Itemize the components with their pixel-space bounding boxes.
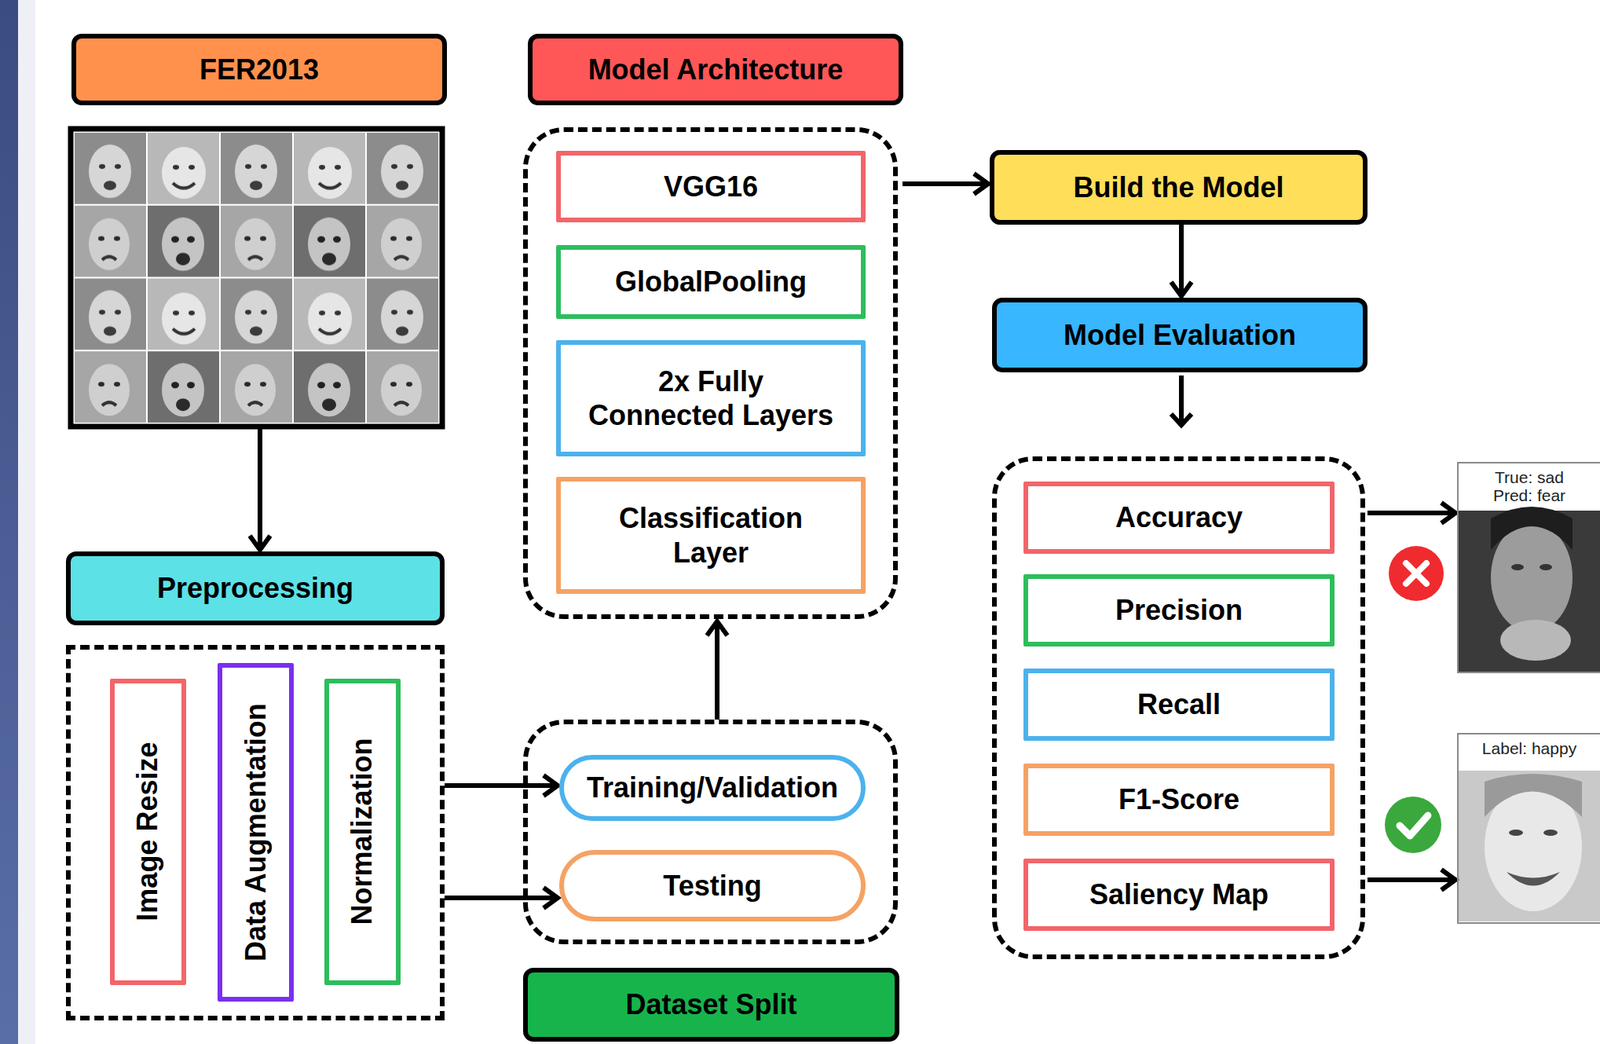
side-bar [0, 0, 19, 1044]
step-box: Build the Model [989, 150, 1368, 225]
connector-line [444, 895, 556, 901]
node-label: Image Resize [131, 742, 165, 922]
metric-box: Recall [1023, 668, 1335, 741]
header-box: Dataset Split [523, 967, 900, 1042]
node-label: Testing [662, 868, 762, 903]
preprocessing-group: PreprocessingImage Resize Data Augmentati… [65, 551, 445, 1022]
connector-arrow [902, 173, 989, 195]
header-box: Model Evaluation [992, 297, 1368, 373]
layer-box: Classification Layer [556, 476, 866, 594]
connector-line [1178, 224, 1184, 294]
connector-arrow [706, 621, 728, 720]
node-label: GlobalPooling [615, 264, 807, 299]
header-box: Preprocessing [65, 551, 445, 626]
connector-line [714, 623, 720, 720]
process-box: Data Augmentation [217, 662, 294, 1002]
metric-box: Accuracy [1023, 481, 1335, 554]
split-group: Dataset Split Training/ValidationTesting [523, 719, 900, 1041]
correct-icon [1384, 796, 1442, 854]
connector-arrow [444, 887, 558, 909]
metric-box: F1-Score [1023, 763, 1335, 836]
node-label: Preprocessing [157, 571, 354, 605]
node-label: Normalization [345, 738, 380, 926]
node-label: Model Evaluation [1063, 318, 1297, 352]
node-label: VGG16 [663, 169, 758, 204]
layer-box: GlobalPooling [556, 245, 866, 319]
connector-line [444, 783, 556, 788]
arrow-head [543, 887, 558, 909]
wrong-icon [1388, 545, 1444, 601]
connector-line [257, 428, 263, 548]
node-label: Build the Model [1073, 170, 1285, 205]
layer-box: 2x Fully Connected Layers [556, 340, 866, 457]
node-label: Dataset Split [625, 987, 797, 1022]
node-label: True: sad Pred: fear [1482, 468, 1577, 505]
arrow-head [249, 535, 271, 550]
example-image: True: sad Pred: fear [1457, 461, 1600, 674]
connector-arrow [1367, 502, 1456, 524]
header-box: Model Architecture [527, 33, 904, 106]
photo-sad [1458, 506, 1600, 672]
node-label: Classification Layer [593, 501, 829, 569]
arrow-head [1441, 502, 1456, 524]
connector-arrow [444, 775, 558, 796]
metric-box: Saliency Map [1023, 858, 1335, 931]
arrow-head [706, 621, 728, 636]
architecture-group: Model ArchitectureVGG16GlobalPooling 2x F… [523, 33, 903, 620]
split-pill: Training/Validation [559, 754, 866, 821]
layer-box: VGG16 [556, 150, 866, 223]
connector-line [902, 181, 986, 187]
node-label: Model Architecture [588, 52, 844, 87]
side-strip [18, 0, 36, 1044]
arrow-head [543, 775, 558, 796]
metric-box: Precision [1023, 574, 1335, 647]
connector-arrow [1171, 224, 1192, 297]
node-label: Recall [1137, 687, 1221, 722]
node-label: Saliency Map [1089, 877, 1269, 912]
process-box: Normalization [324, 678, 401, 985]
arrow-head [1441, 869, 1456, 890]
connector-line [1367, 510, 1454, 516]
dataset-panel: FER2013 [68, 33, 447, 429]
node-label: FER2013 [199, 52, 319, 87]
node-label: Data Augmentation [238, 702, 273, 962]
connector-arrow [1367, 869, 1456, 890]
connector-arrow [249, 428, 271, 550]
node-label: F1-Score [1118, 782, 1240, 817]
node-label: 2x Fully Connected Layers [585, 364, 837, 433]
photo-happy [1458, 770, 1600, 922]
node-label: Training/Validation [586, 770, 839, 805]
arrow-head [1171, 281, 1192, 297]
connector-line [1367, 877, 1454, 883]
evaluation-group: Model EvaluationAccuracyPrecisionRecallF… [989, 297, 1368, 960]
internal-arrow [1171, 375, 1192, 425]
node-label: Precision [1115, 593, 1243, 627]
face-grid [70, 128, 443, 427]
node-label: Accuracy [1115, 500, 1243, 535]
process-box: Image Resize [109, 678, 187, 985]
header-box: FER2013 [71, 33, 447, 106]
example-image: Label: happy [1457, 732, 1600, 924]
arrow-head [973, 173, 989, 195]
split-pill: Testing [559, 849, 866, 922]
node-label: Label: happy [1482, 739, 1577, 758]
